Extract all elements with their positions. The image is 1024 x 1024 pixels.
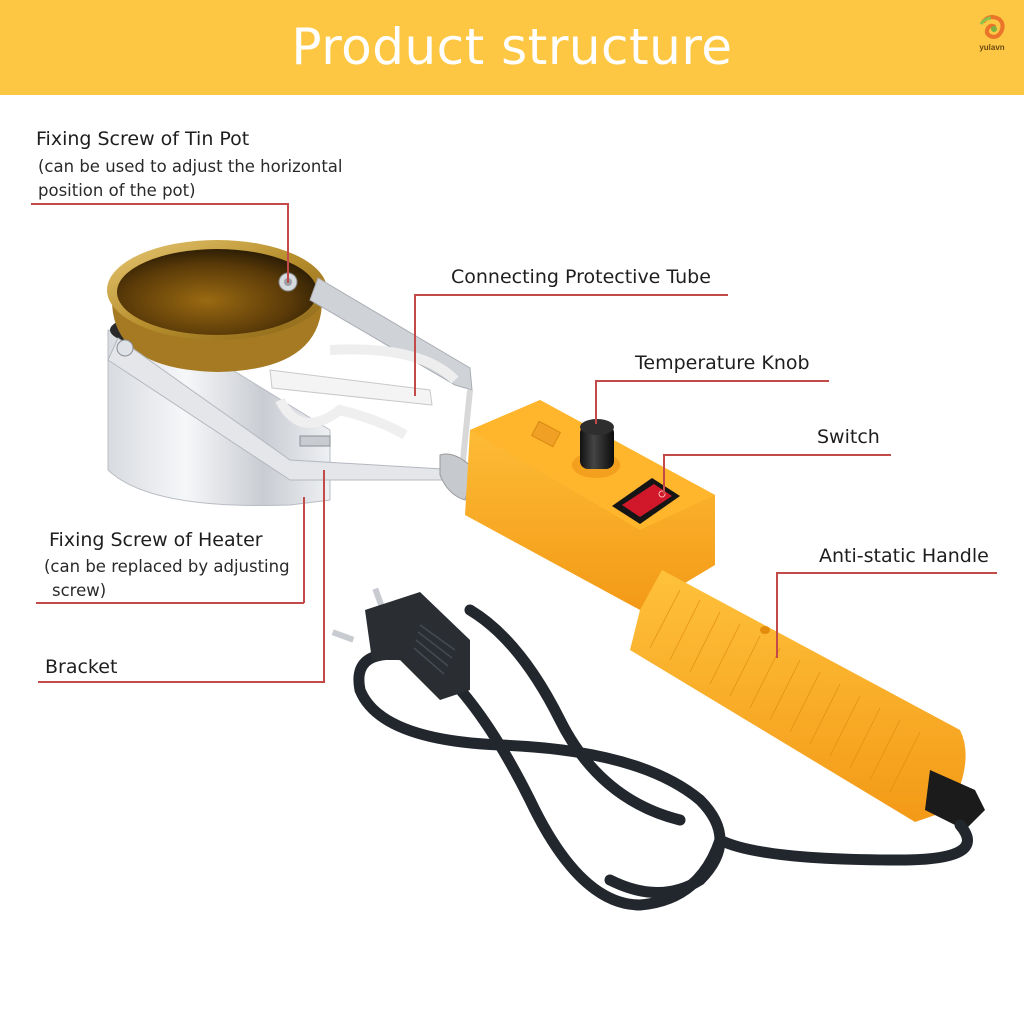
label-connecting-protective-tube: Connecting Protective Tube [451, 266, 711, 288]
leader-line-switch-h [663, 454, 891, 456]
brand-logo-text: yulavn [979, 43, 1005, 52]
power-cable [353, 604, 973, 911]
leader-line-tin-pot-h [31, 203, 288, 205]
brand-logo: yulavn [975, 14, 1009, 64]
power-plug-icon [331, 587, 470, 700]
leader-line-switch-v [663, 454, 665, 494]
leader-line-handle-h [777, 572, 997, 574]
leader-line-handle-v [776, 572, 778, 658]
label-temperature-knob: Temperature Knob [635, 352, 810, 374]
label-switch: Switch [817, 426, 880, 448]
label-fixing-screw-tin-pot-note-2: position of the pot) [38, 181, 196, 200]
label-anti-static-handle: Anti-static Handle [819, 545, 989, 567]
leader-line-tube-v [414, 294, 416, 396]
temperature-knob-icon [580, 419, 614, 469]
leader-line-tube-h [414, 294, 728, 296]
leader-line-tin-pot-v [287, 203, 289, 283]
label-fixing-screw-tin-pot: Fixing Screw of Tin Pot [36, 128, 250, 150]
leader-line-heater-v [303, 497, 305, 603]
label-bracket: Bracket [45, 656, 118, 678]
label-fixing-screw-tin-pot-note-1: (can be used to adjust the horizontal [38, 157, 343, 176]
anti-static-handle [630, 570, 985, 830]
leader-line-bracket-h [38, 681, 325, 683]
leader-line-knob-h [595, 380, 829, 382]
chameleon-logo-icon [979, 15, 1005, 39]
tin-pot [107, 240, 327, 372]
leader-line-heater-h [36, 602, 304, 604]
label-fixing-screw-heater-note-2: screw) [52, 581, 107, 600]
leader-line-knob-v [595, 380, 597, 424]
label-fixing-screw-heater-note-1: (can be replaced by adjusting [44, 557, 290, 576]
header-banner: Product structure yulavn [0, 0, 1024, 95]
page-title: Product structure [291, 18, 733, 76]
leader-line-bracket-v [323, 470, 325, 682]
label-fixing-screw-heater: Fixing Screw of Heater [49, 529, 263, 551]
connecting-protective-tube [269, 344, 473, 471]
